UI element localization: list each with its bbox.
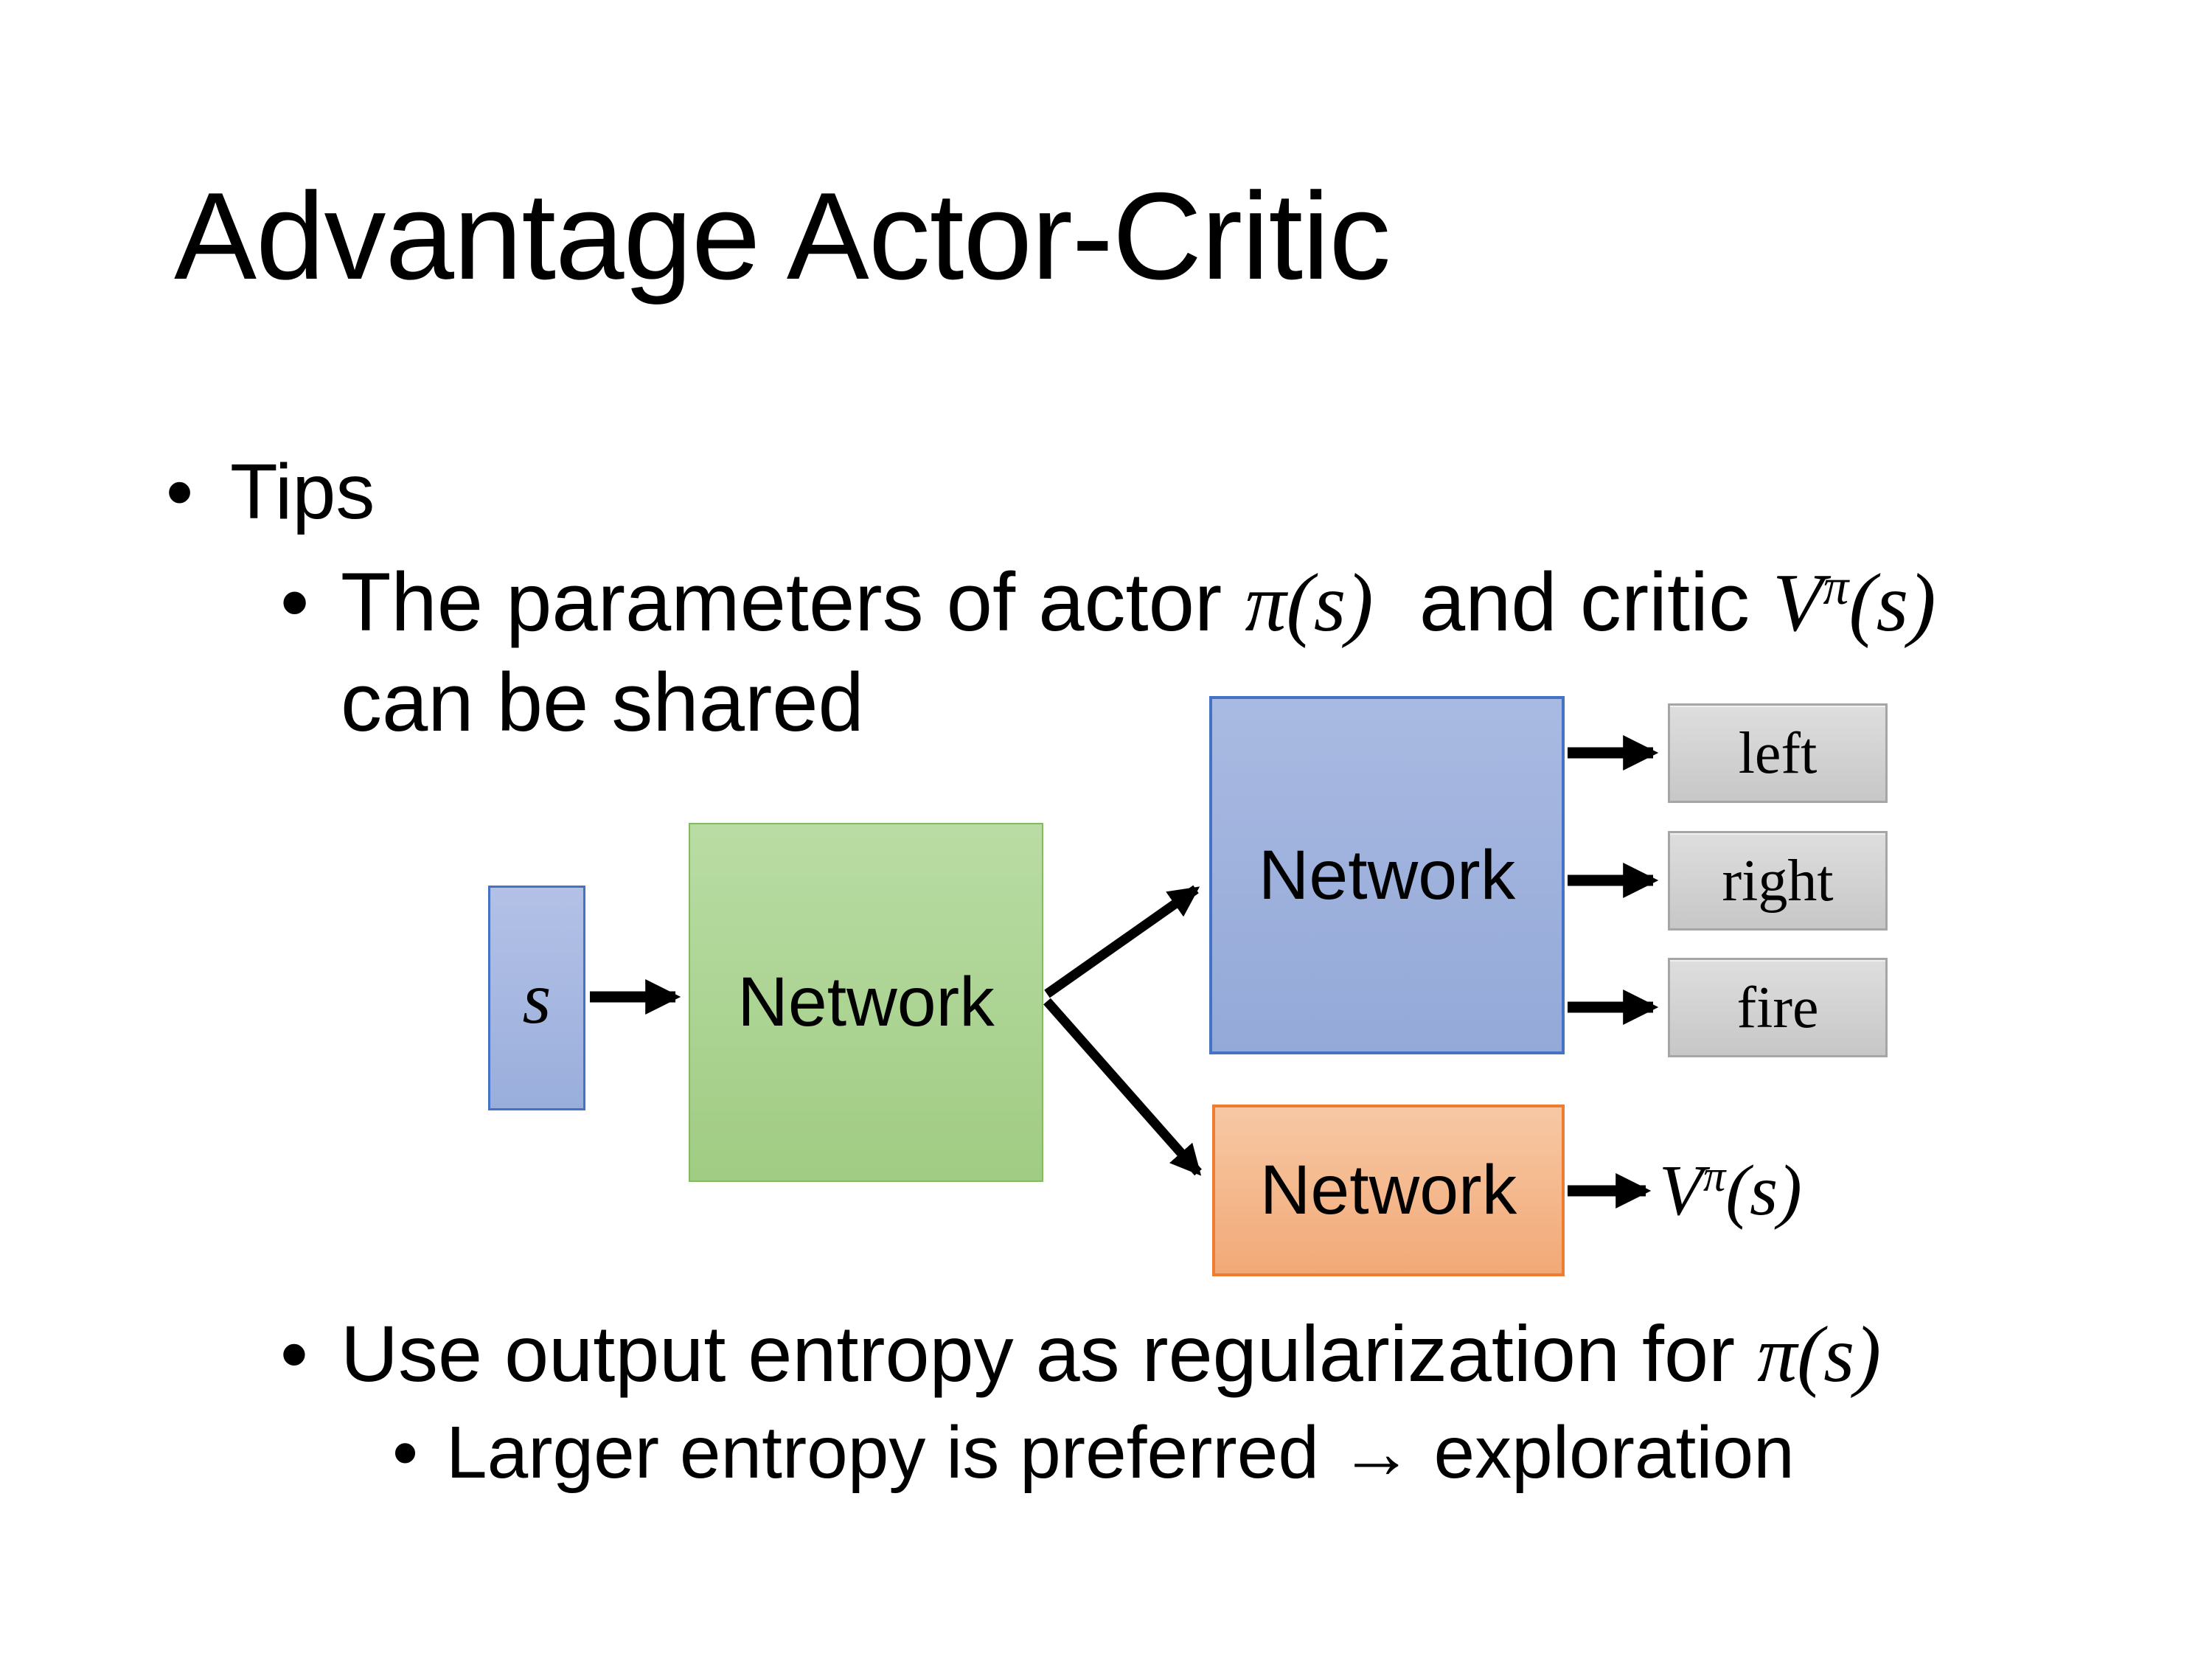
bullet-icon: • [166,448,194,535]
bullet-larger-entropy-label: Larger entropy is preferred → exploratio… [446,1411,1795,1494]
actor-network-box: Network [1209,696,1565,1054]
state-label: s [522,957,552,1039]
entropy-text-1: Use output entropy as regularization for [341,1309,1758,1398]
bullet-larger-entropy: • Larger entropy is preferred → explorat… [392,1416,1795,1489]
critic-network-label: Network [1259,1151,1517,1229]
pi-superscript: π [1823,558,1849,616]
shared-network-label: Network [737,963,995,1041]
action-left-label: left [1738,720,1818,786]
action-fire-label: fire [1736,975,1819,1040]
shared-network-box: Network [689,823,1043,1182]
value-output-label: Vπ(s) [1659,1151,1802,1231]
bullet-icon: • [280,1309,308,1398]
action-box-fire: fire [1668,958,1888,1057]
shared-text-2: and critic [1373,556,1773,648]
pi-s-math: π(s) [1245,557,1374,649]
bullet-tips: • Tips [166,453,375,531]
page-title: Advantage Actor-Critic [174,167,1391,305]
action-box-left: left [1668,703,1888,803]
action-box-right: right [1668,831,1888,931]
bullet-entropy-text: Use output entropy as regularization for… [341,1314,1881,1395]
bullet-tips-label: Tips [230,448,375,535]
pi-s-math: π(s) [1757,1311,1882,1399]
action-right-label: right [1722,848,1834,914]
bullet-entropy-regularization: • Use output entropy as regularization f… [280,1314,1881,1395]
actor-network-label: Network [1258,835,1516,914]
pi-superscript: π [1703,1152,1726,1202]
bullet-shared-parameters: • The parameters of actor π(s) and criti… [280,558,1936,747]
shared-text-1: The parameters of actor [341,556,1245,648]
bullet-icon: • [280,556,310,648]
critic-network-box: Network [1212,1105,1565,1276]
bullet-shared-text: The parameters of actor π(s) and critic … [341,558,1936,747]
bullet-shared-line2: can be shared [341,656,864,748]
arrow-shared-to-critic [1043,998,1202,1176]
bullet-icon: • [392,1411,419,1494]
v-pi-s-math: Vπ(s) [1773,557,1936,649]
state-box: s [488,886,585,1110]
arrow-shared-to-actor [1044,885,1200,998]
